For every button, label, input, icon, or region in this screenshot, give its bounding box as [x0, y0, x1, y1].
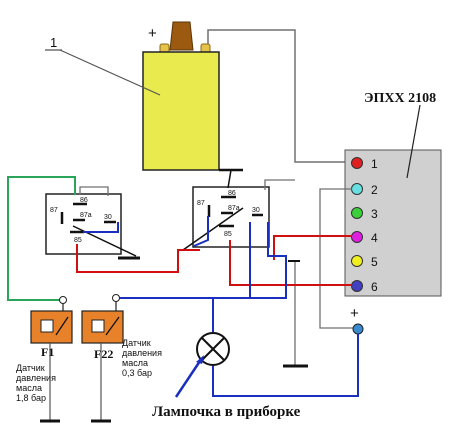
- sensor-f1-terminal: [59, 296, 67, 304]
- wire-blue-lamp-bottom: [212, 334, 359, 397]
- lamp-arrow-head: [196, 355, 204, 364]
- ecu-pin-6: [351, 280, 363, 292]
- ecu-pin-5-label: 5: [371, 255, 378, 269]
- sensor-f1-id: F1: [41, 345, 54, 359]
- wire-green: [7, 176, 76, 301]
- wire-red-pin6: [229, 240, 352, 286]
- relay-1-pin-85: 85: [74, 237, 82, 244]
- wire-gray-relay2: [264, 179, 295, 190]
- lamp-label: Лампочка в приборке: [152, 404, 301, 420]
- sensor-f22-desc-4: 0,3 бар: [122, 368, 152, 378]
- wire-blue-relay1-inner: [83, 222, 119, 233]
- ecu-pin-6-label: 6: [371, 280, 378, 294]
- ecu-title: ЭПХХ 2108: [364, 91, 436, 106]
- coil-plus-sign: +: [148, 25, 157, 42]
- ecu-title-pointer: [406, 104, 421, 179]
- wire-red-relay1: [76, 244, 200, 273]
- sensor-f22-window: [91, 319, 105, 333]
- relay-1: 86 87 87a 30 85: [45, 193, 137, 257]
- relay-2-pin-87: 87: [197, 200, 205, 207]
- callout-number: 1: [50, 35, 57, 50]
- wire-pin2: [319, 188, 357, 329]
- sensor-f22-switch: [105, 316, 120, 336]
- ecu-pin-2-label: 2: [371, 183, 378, 197]
- callout-line: [59, 49, 161, 96]
- relay-1-pin-86: 86: [80, 197, 88, 204]
- ignition-coil: +: [142, 21, 220, 171]
- sensor-f22-id: F22: [94, 347, 113, 361]
- relay-2-switch: [182, 207, 244, 251]
- relay-2: 86 87 87a 30 85: [182, 186, 270, 251]
- relay-2-ground-lead: [227, 169, 232, 189]
- lamp-arrow: [174, 360, 202, 398]
- sensor-f22-desc-1: Датчик: [122, 338, 151, 348]
- coil-body: [142, 51, 220, 171]
- terminal-plus: [352, 323, 364, 335]
- coil-cap: [169, 21, 194, 51]
- wire-red-pin4: [273, 235, 352, 260]
- terminal-plus-sign: +: [350, 305, 359, 322]
- ecu-box: [344, 149, 442, 297]
- ecu-pin-2: [351, 183, 363, 195]
- sensor-f1-switch: [55, 316, 69, 336]
- ecu-pin-3: [351, 207, 363, 219]
- relay-1-pin-87: 87: [50, 207, 58, 214]
- relay-1-pin-87a: 87a: [80, 212, 92, 219]
- sensor-f22: F22 Датчик давления масла 0,3 бар: [81, 294, 162, 423]
- sensor-f22-desc-2: давления: [122, 348, 162, 358]
- dashboard-lamp: [196, 332, 230, 366]
- sensor-f1-window: [40, 319, 54, 333]
- wire-coil-to-pin1: [207, 29, 357, 163]
- relay-2-pin-87a: 87a: [228, 205, 240, 212]
- ecu-block: ЭПХХ 2108 1 2 3 4 5 6: [344, 91, 442, 297]
- relay-1-pin-30: 30: [104, 214, 112, 221]
- lamp-cross-b: [201, 337, 225, 361]
- relay-2-pin-30: 30: [252, 207, 260, 214]
- ecu-pin-1: [351, 157, 363, 169]
- sensor-f1: F1 Датчик давления масла 1,8 бар: [16, 296, 73, 423]
- sensor-f1-desc-2: давления: [16, 373, 56, 383]
- relay-2-pin-85: 85: [224, 231, 232, 238]
- ecu-pin-1-label: 1: [371, 157, 378, 171]
- sensor-f1-desc-4: 1,8 бар: [16, 393, 46, 403]
- wire-gray-relay1: [79, 186, 109, 196]
- ecu-pin-4: [351, 231, 363, 243]
- sensor-f1-desc-1: Датчик: [16, 363, 45, 373]
- ecu-pin-3-label: 3: [371, 207, 378, 221]
- wire-blue-relay2-inner: [193, 216, 209, 247]
- sensor-f1-desc-3: масла: [16, 383, 42, 393]
- sensor-f22-terminal: [112, 294, 120, 302]
- wire-blue-relay2-30: [250, 222, 287, 299]
- relay-1-box: [45, 193, 122, 255]
- ecu-pin-4-label: 4: [371, 231, 378, 245]
- ecu-pin-5: [351, 255, 363, 267]
- relay-2-pin-86: 86: [228, 190, 236, 197]
- sensor-f22-desc-3: масла: [122, 358, 148, 368]
